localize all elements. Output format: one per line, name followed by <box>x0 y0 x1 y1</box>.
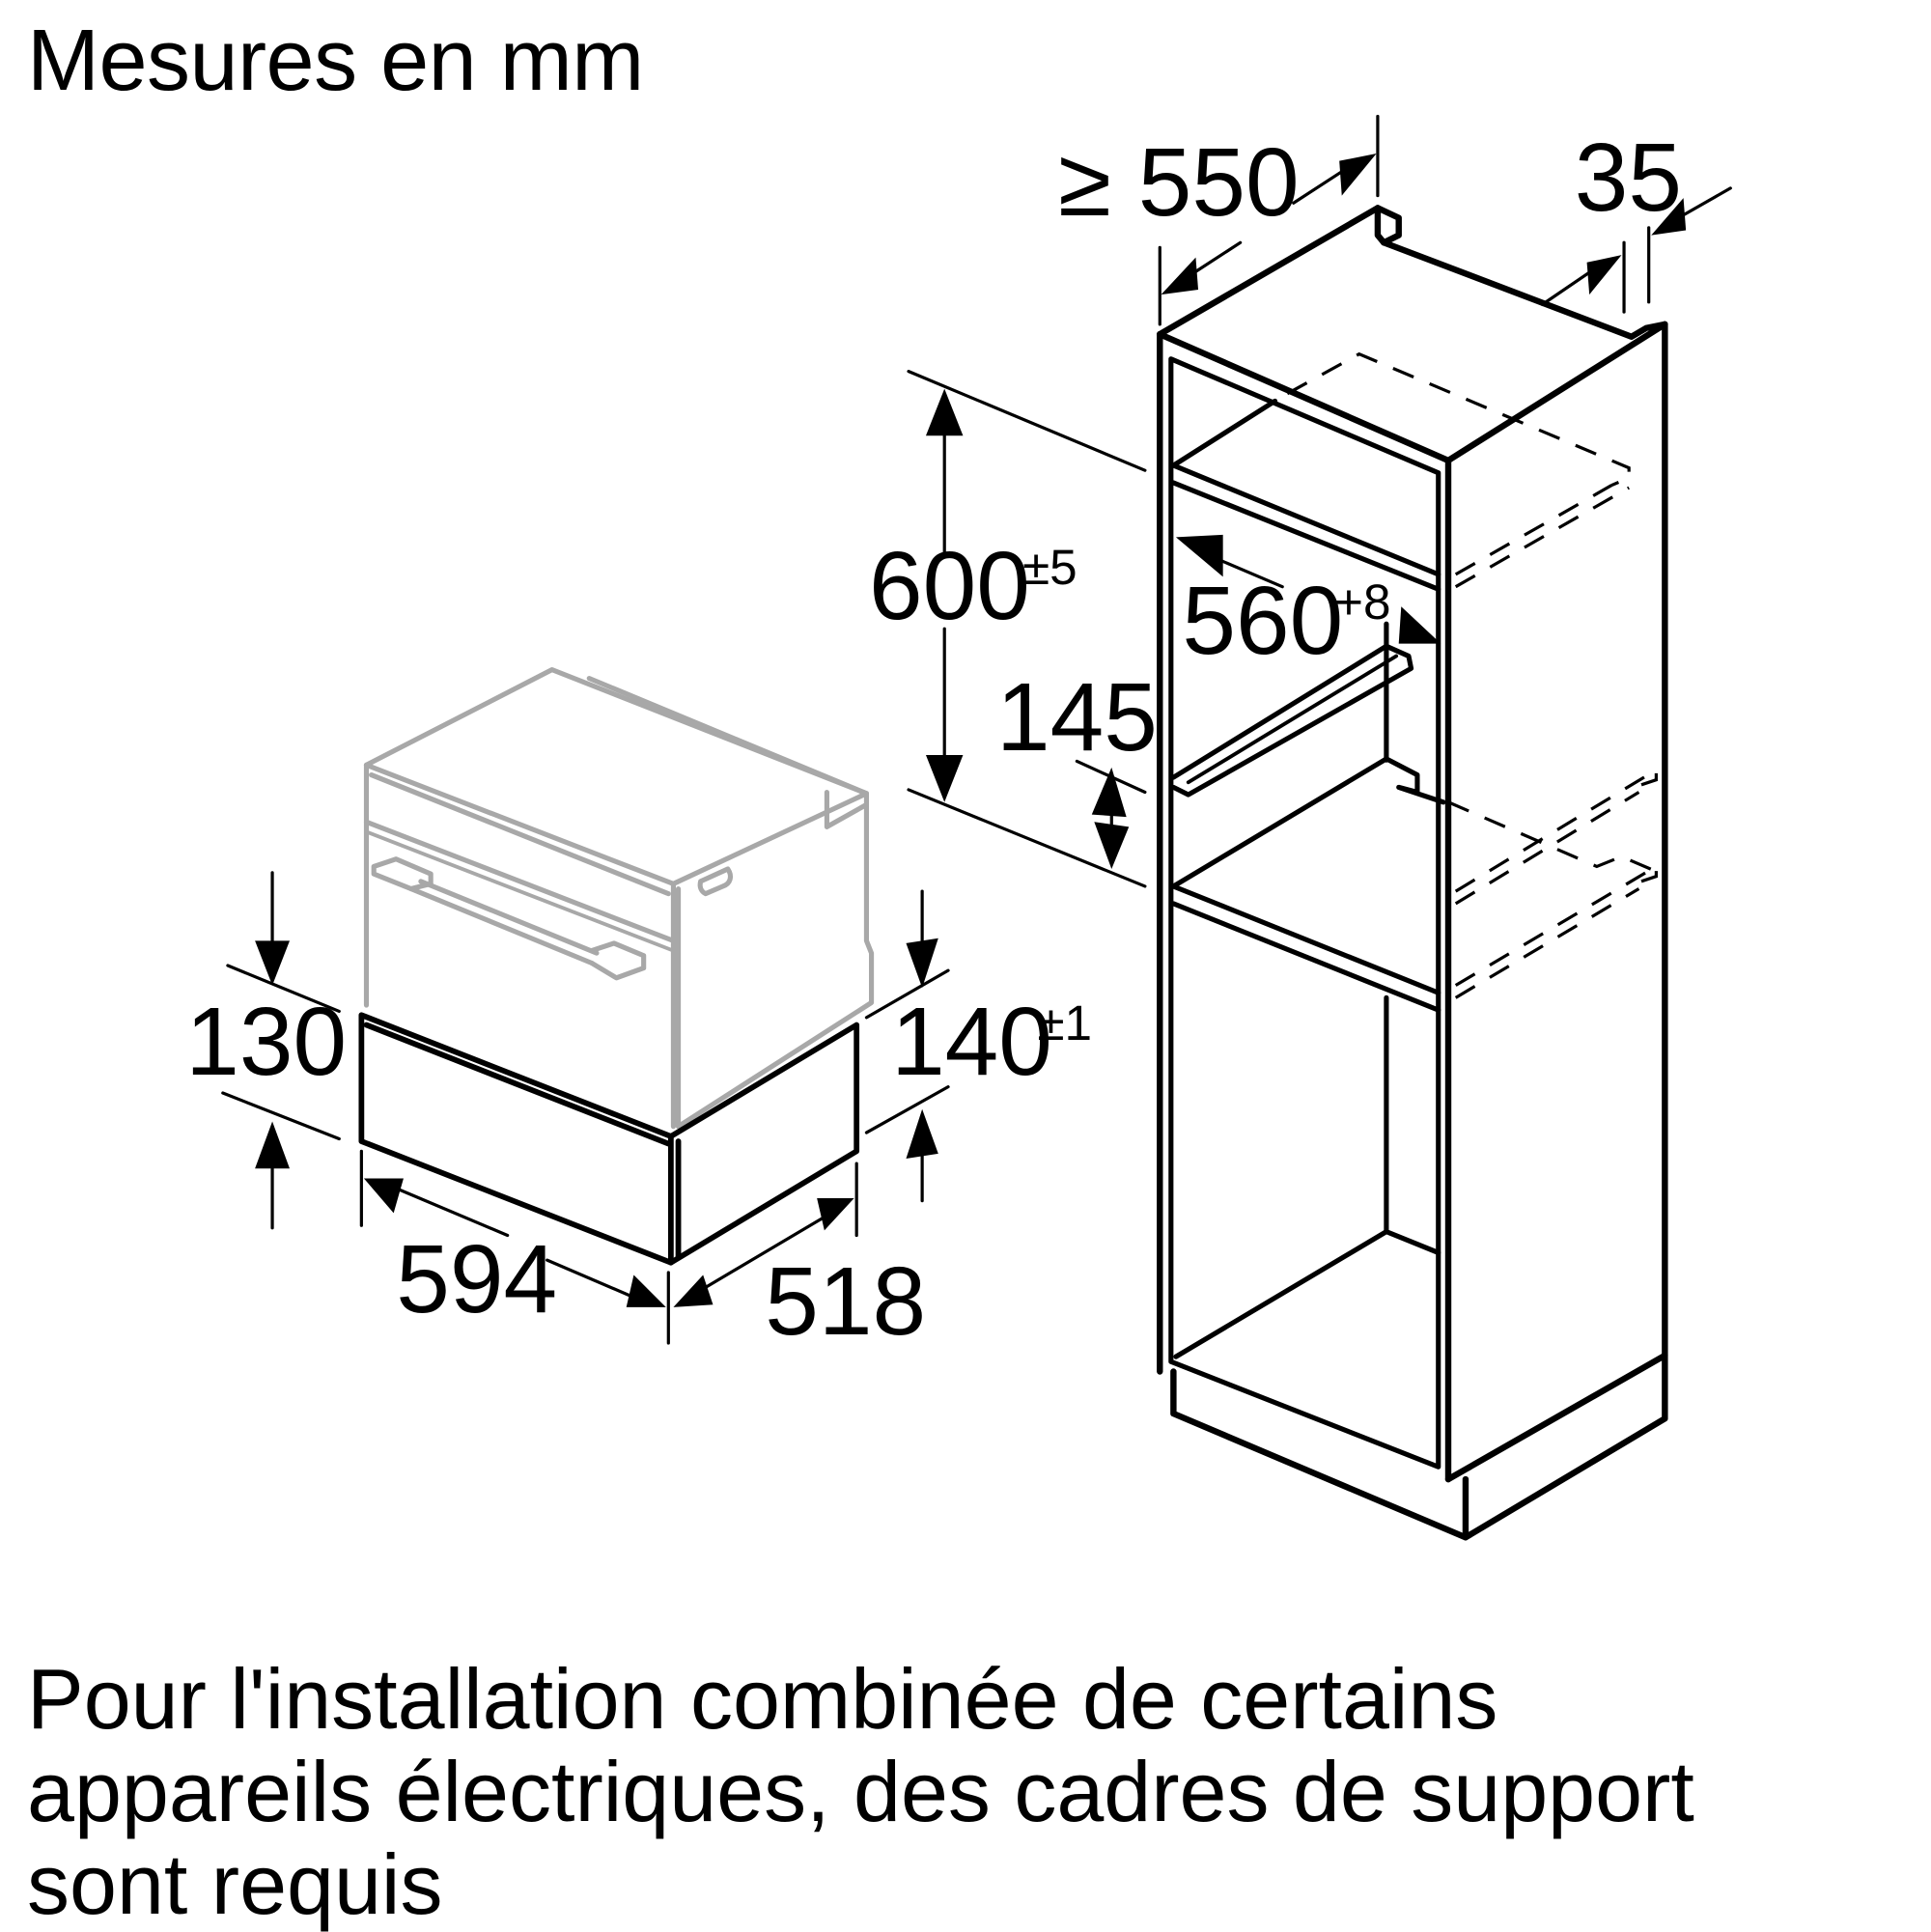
dimension-560: 560 <box>1175 534 1441 675</box>
dimension-594: 594 <box>359 1149 670 1345</box>
dim-tolerance-560: +8 <box>1334 574 1390 630</box>
ghost-oven-appliance <box>363 667 875 1130</box>
dim-label-35: 35 <box>1575 124 1682 232</box>
installation-note-line-3: sont requis <box>27 1836 443 1932</box>
dim-label-594: 594 <box>396 1225 557 1333</box>
dimension-140: 140 <box>864 889 1052 1203</box>
installation-note-line-1: Pour l'installation combinée de certains <box>27 1651 1498 1747</box>
dim-label-560: 560 <box>1182 567 1343 675</box>
dim-label-550: ≥ 550 <box>1058 128 1300 237</box>
hidden-lines <box>1286 351 1658 999</box>
dim-label-600: 600 <box>869 532 1030 640</box>
warming-drawer <box>358 1012 860 1266</box>
dim-tolerance-600: ±5 <box>1022 540 1077 595</box>
dim-label-145: 145 <box>996 663 1158 771</box>
dim-label-140: 140 <box>891 988 1052 1096</box>
installation-note-line-2: appareils électriques, des cadres de sup… <box>27 1744 1694 1839</box>
dimension-35: 35 <box>1540 124 1732 314</box>
dim-label-130: 130 <box>185 988 347 1096</box>
tall-cabinet <box>1157 205 1668 1541</box>
dimension-145: 145 <box>996 663 1158 869</box>
dimension-518: 518 <box>673 1162 926 1356</box>
dimension-550: ≥ 550 <box>1058 114 1380 326</box>
dim-label-518: 518 <box>765 1247 926 1356</box>
dim-tolerance-140: ±1 <box>1037 995 1092 1050</box>
installation-note: Pour l'installation combinée de certains… <box>27 1653 1919 1931</box>
page-title: Mesures en mm <box>27 13 644 109</box>
dimension-130: 130 <box>185 871 347 1230</box>
dimension-600: 600 <box>869 370 1147 888</box>
